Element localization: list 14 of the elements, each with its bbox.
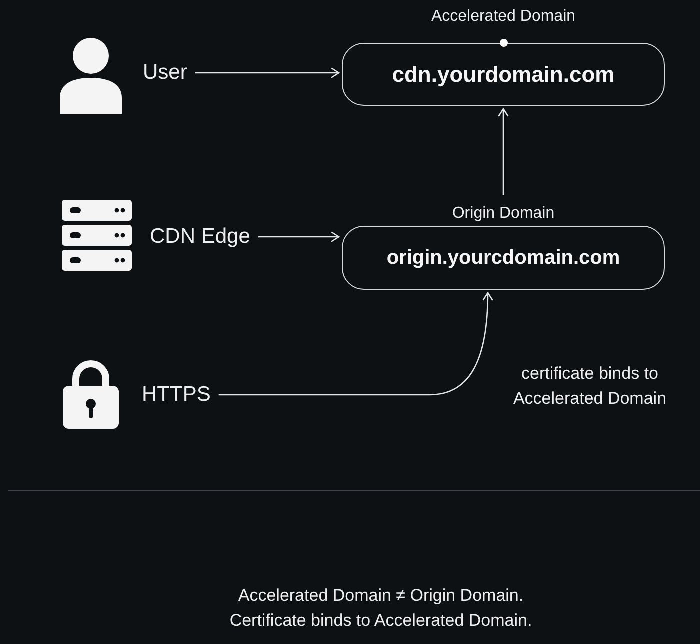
domain-text: cdn.yourdomain.com: [392, 60, 615, 88]
note-text: Certificate binds to Accelerated Domain.: [230, 610, 532, 632]
domain-heading: Accelerated Domain: [431, 7, 576, 27]
entity-label: HTTPS: [142, 382, 211, 408]
domain-text: origin.yourcdomain.com: [386, 246, 620, 271]
arrow: [498, 108, 509, 195]
arrow: [195, 68, 340, 78]
edge-label: certificate binds to Accelerated Domain: [512, 363, 668, 410]
domain-heading: Origin Domain: [452, 204, 555, 224]
entity-label: CDN Edge: [150, 224, 250, 250]
arrow: [218, 292, 493, 396]
arrow: [258, 232, 340, 242]
note-text: Accelerated Domain ≠ Origin Domain.: [238, 585, 524, 607]
entity-label: User: [143, 60, 188, 86]
